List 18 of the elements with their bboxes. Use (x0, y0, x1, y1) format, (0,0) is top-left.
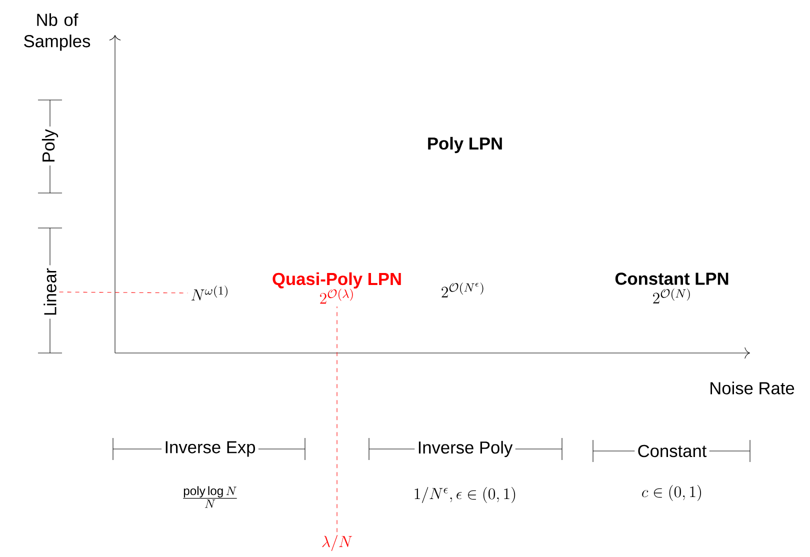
region-label: Constant LPN $2^{\mathcal{O}(N)}$ (615, 272, 728, 304)
guide-line (336, 306, 338, 532)
formula-label: $1/N^{\epsilon}, \epsilon \in (0,1)$ (414, 487, 516, 504)
formula-label: $\frac{\mathrm{poly}\log N}{N}$ (183, 486, 237, 508)
formula-label: $\lambda/N$ (322, 535, 352, 551)
region-label: Poly LPN (428, 136, 502, 154)
range-label: Linear (40, 265, 60, 319)
formula-label: $N^{\omega(1)}$ (191, 286, 228, 300)
formula-label: $2^{\mathcal{O}(N^{\epsilon})}$ (442, 282, 484, 298)
region-label: Quasi-Poly LPN $2^{\mathcal{O}(\lambda)}$ (272, 272, 401, 304)
axis-title: Nb of Samples (24, 13, 90, 51)
axis-title: Noise Rate (710, 382, 794, 394)
range-label: Poly (39, 126, 61, 166)
range-label: Inverse Poly (414, 438, 516, 460)
range-label: Inverse Exp (162, 438, 258, 460)
formula-label: $c \in (0,1)$ (642, 485, 701, 502)
range-label: Constant (634, 442, 710, 460)
guide-line (59, 292, 188, 294)
